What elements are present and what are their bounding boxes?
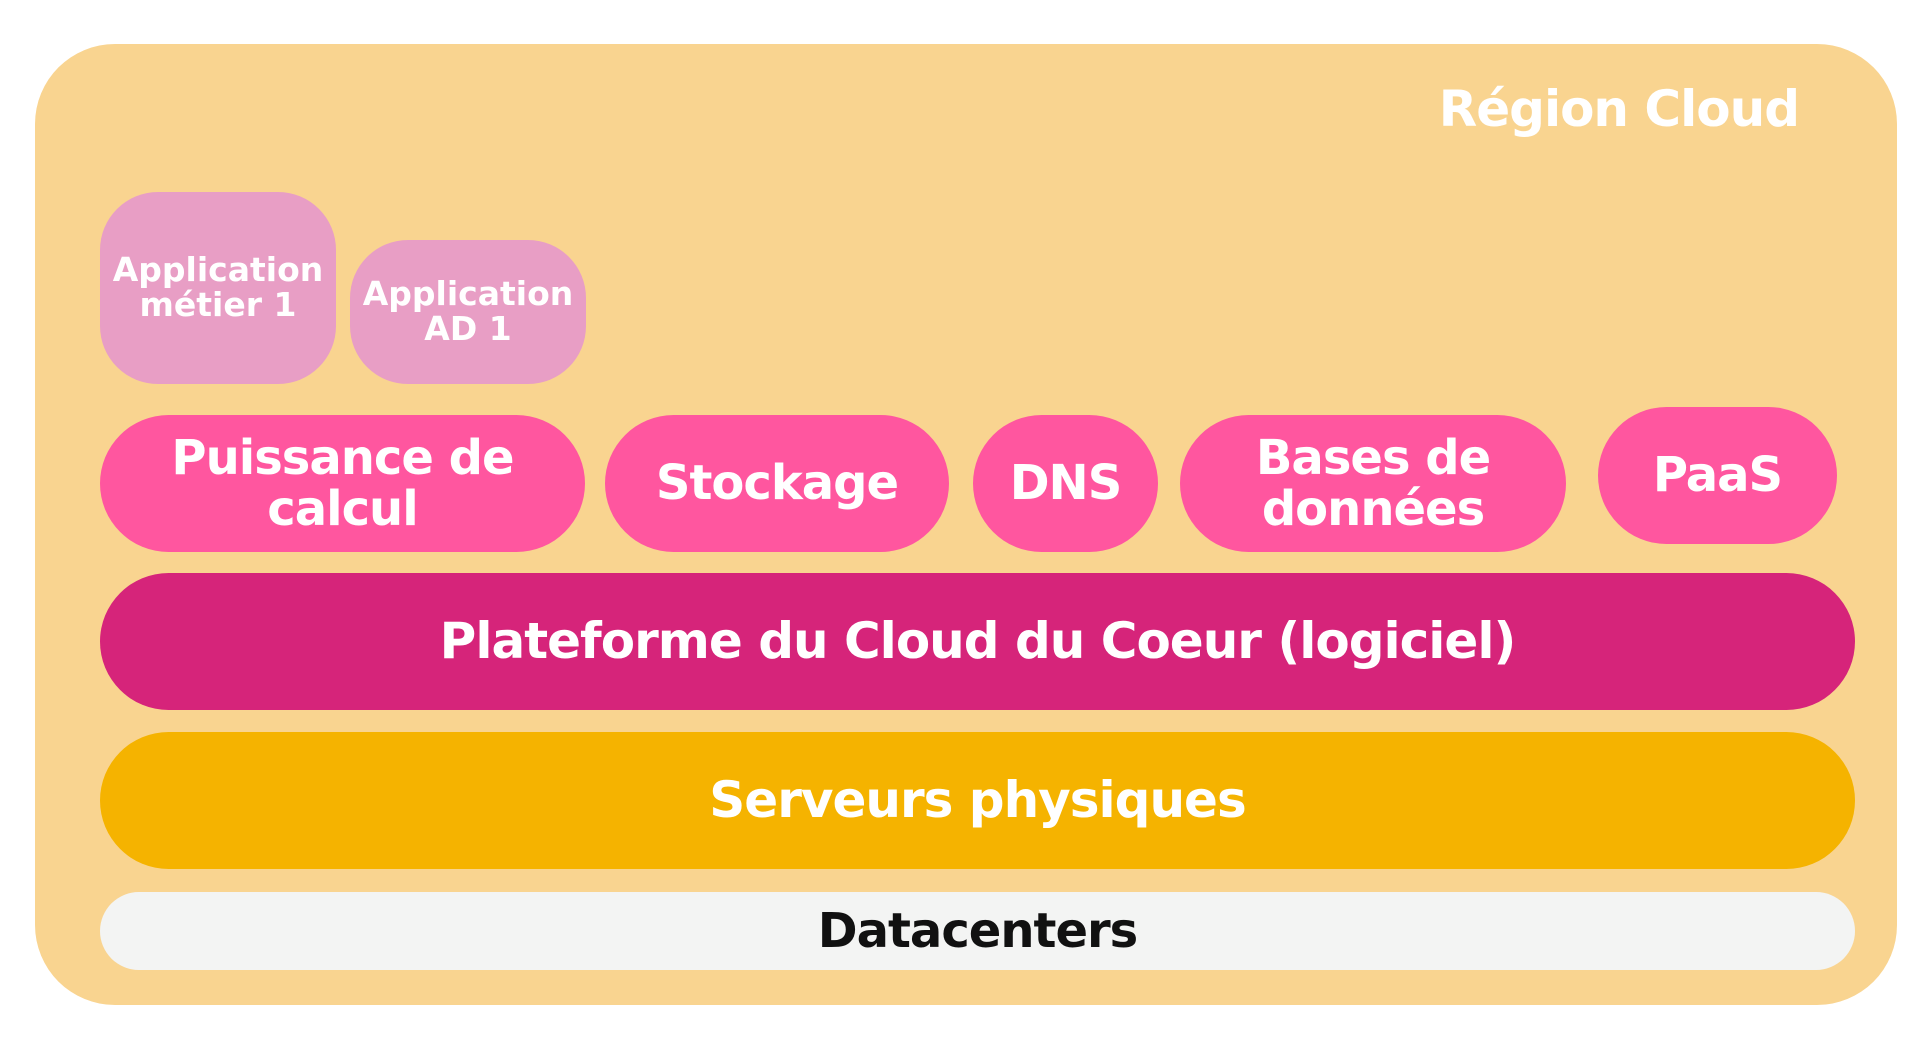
- region-title: Région Cloud: [1438, 80, 1800, 138]
- service-storage-label: Stockage: [655, 455, 899, 512]
- service-compute-label: Puissance de calcul: [171, 430, 514, 537]
- cloud-platform-label: Plateforme du Cloud du Coeur (logiciel): [439, 612, 1517, 671]
- physical-servers-label: Serveurs physiques: [709, 771, 1246, 830]
- datacenters-label: Datacenters: [817, 902, 1138, 959]
- service-storage: Stockage: [605, 415, 949, 552]
- cloud-platform-layer: Plateforme du Cloud du Coeur (logiciel): [100, 573, 1855, 710]
- service-compute: Puissance de calcul: [100, 415, 585, 552]
- service-dns: DNS: [973, 415, 1158, 552]
- physical-servers-layer: Serveurs physiques: [100, 732, 1855, 869]
- application-ad-1-label: Application AD 1: [362, 274, 574, 348]
- datacenters-layer: Datacenters: [100, 892, 1855, 970]
- service-paas: PaaS: [1598, 407, 1837, 544]
- application-metier-1: Application métier 1: [100, 192, 336, 384]
- service-paas-label: PaaS: [1652, 447, 1783, 504]
- service-databases-label: Bases de données: [1255, 430, 1491, 537]
- service-dns-label: DNS: [1009, 455, 1123, 512]
- application-metier-1-label: Application métier 1: [112, 250, 324, 324]
- application-ad-1: Application AD 1: [350, 240, 586, 384]
- service-databases: Bases de données: [1180, 415, 1566, 552]
